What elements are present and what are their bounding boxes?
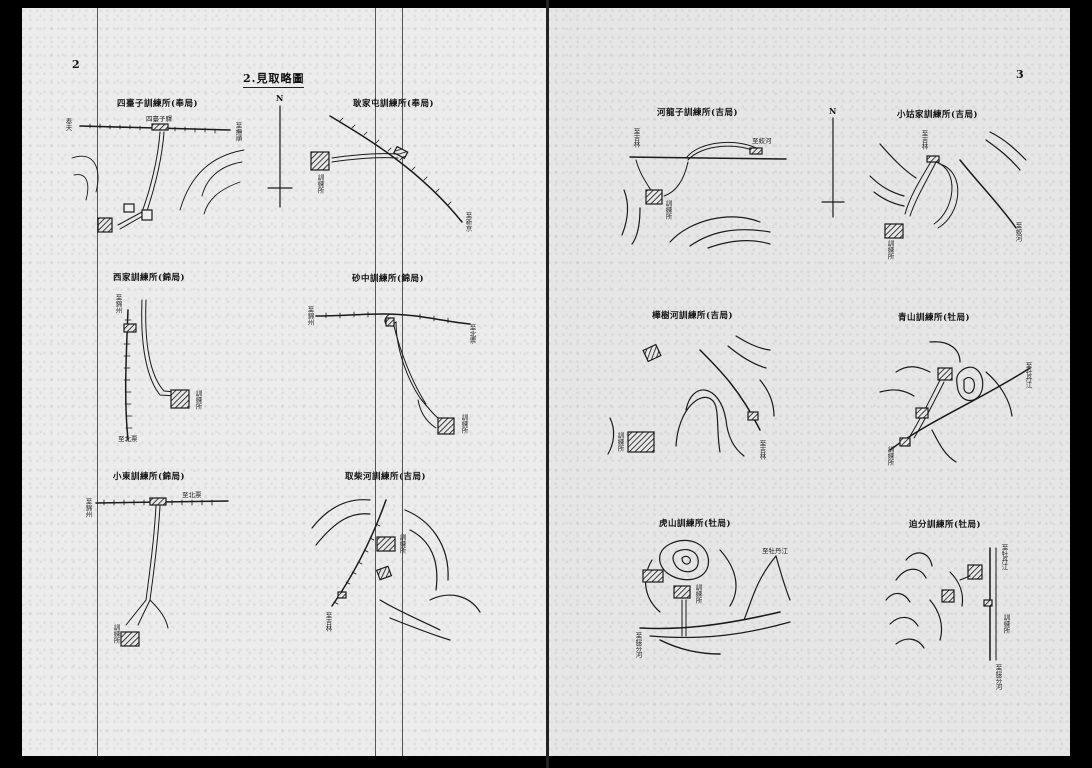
- map-title-sitaizi: 四臺子訓練所(奉局): [117, 99, 199, 109]
- direction-label: 至吉林: [632, 128, 640, 148]
- direction-label: 至綏芬河: [994, 664, 1002, 690]
- training-site-label: 訓練所: [616, 432, 624, 452]
- fold-line: [97, 8, 98, 756]
- training-site-label: 訓練所: [694, 584, 702, 604]
- direction-label: 至牡丹江: [1024, 362, 1032, 388]
- training-site-label: 訓練所: [194, 390, 202, 410]
- map-title-huashuhe: 樺樹河訓練所(吉局): [652, 311, 734, 321]
- map-quchaihe: [311, 499, 481, 641]
- map-huashuhe: [607, 335, 775, 457]
- direction-label: 至錦州: [84, 498, 92, 518]
- place-label: 奉天: [64, 118, 72, 131]
- north-label: N: [276, 93, 284, 103]
- north-label: N: [829, 106, 837, 116]
- fold-line: [375, 8, 376, 756]
- direction-label: 至新京: [464, 212, 472, 232]
- fold-line: [402, 8, 403, 756]
- training-site-label: 訓練所: [1002, 614, 1010, 634]
- map-sitaizi: [71, 123, 245, 233]
- map-title-qingshan: 青山訓練所(牡局): [898, 313, 971, 323]
- map-title-xiaogujia: 小姑家訓練所(吉局): [897, 110, 979, 120]
- direction-label: 至錦州: [114, 294, 122, 314]
- map-pofen: [885, 547, 997, 661]
- map-gengjiatun: [310, 115, 463, 223]
- station-label: 四臺子驛: [146, 115, 172, 123]
- north-arrow-left: [267, 105, 293, 208]
- map-xiaodong: [95, 497, 229, 647]
- book-gutter: [546, 0, 549, 768]
- direction-label: 至蛟河: [752, 137, 772, 145]
- left-page: [22, 8, 546, 756]
- page-number-left: 2: [72, 58, 80, 71]
- map-xijia: [123, 299, 190, 441]
- direction-label: 至撫順: [234, 122, 242, 142]
- direction-label: 至牡丹江: [762, 547, 788, 555]
- map-title-gengjiatun: 耿家屯訓練所(奉局): [353, 99, 435, 109]
- map-title-xijia: 西家訓練所(錦局): [113, 273, 186, 283]
- direction-label: 至吉林: [758, 440, 766, 460]
- map-hushan: [639, 539, 791, 655]
- direction-label: 至北票: [468, 324, 476, 344]
- direction-label: 至吉林: [324, 612, 332, 632]
- direction-label: 至錦州: [306, 306, 314, 326]
- map-qingshan: [879, 341, 1031, 463]
- training-site-label: 訓練所: [460, 414, 468, 434]
- direction-label: 至北票: [182, 491, 202, 499]
- direction-label: 至牡丹江: [1000, 544, 1008, 570]
- map-title-quchaihe: 取柴河訓練所(吉局): [345, 472, 427, 482]
- map-title-shazhong: 砂中訓練所(錦局): [352, 274, 425, 284]
- training-site-label: 訓練所: [398, 534, 406, 554]
- training-site-label: 訓練所: [886, 446, 894, 466]
- map-title-hushan: 虎山訓練所(牡局): [659, 519, 732, 529]
- training-site-label: 訓練所: [316, 174, 324, 194]
- map-title-pofen: 迫分訓練所(牡局): [909, 520, 982, 530]
- map-helongzi: [621, 141, 787, 249]
- map-shazhong: [315, 311, 471, 435]
- training-site-label: 訓練所: [112, 624, 120, 644]
- training-site-label: 訓練所: [664, 200, 672, 220]
- direction-label: 至蛟河: [1014, 222, 1022, 242]
- page-number-right: 3: [1016, 68, 1024, 81]
- direction-label: 至吉林: [920, 130, 928, 150]
- direction-label: 至北票: [118, 435, 138, 443]
- north-arrow-right: [821, 117, 845, 218]
- map-title-xiaodong: 小東訓練所(錦局): [113, 472, 186, 482]
- training-site-label: 訓練所: [886, 240, 894, 260]
- direction-label: 至綏芬河: [634, 632, 642, 658]
- section-heading: 2.見取略圖: [243, 70, 305, 88]
- map-xiaogujia: [869, 131, 1027, 239]
- map-title-helongzi: 河龍子訓練所(吉局): [657, 108, 739, 118]
